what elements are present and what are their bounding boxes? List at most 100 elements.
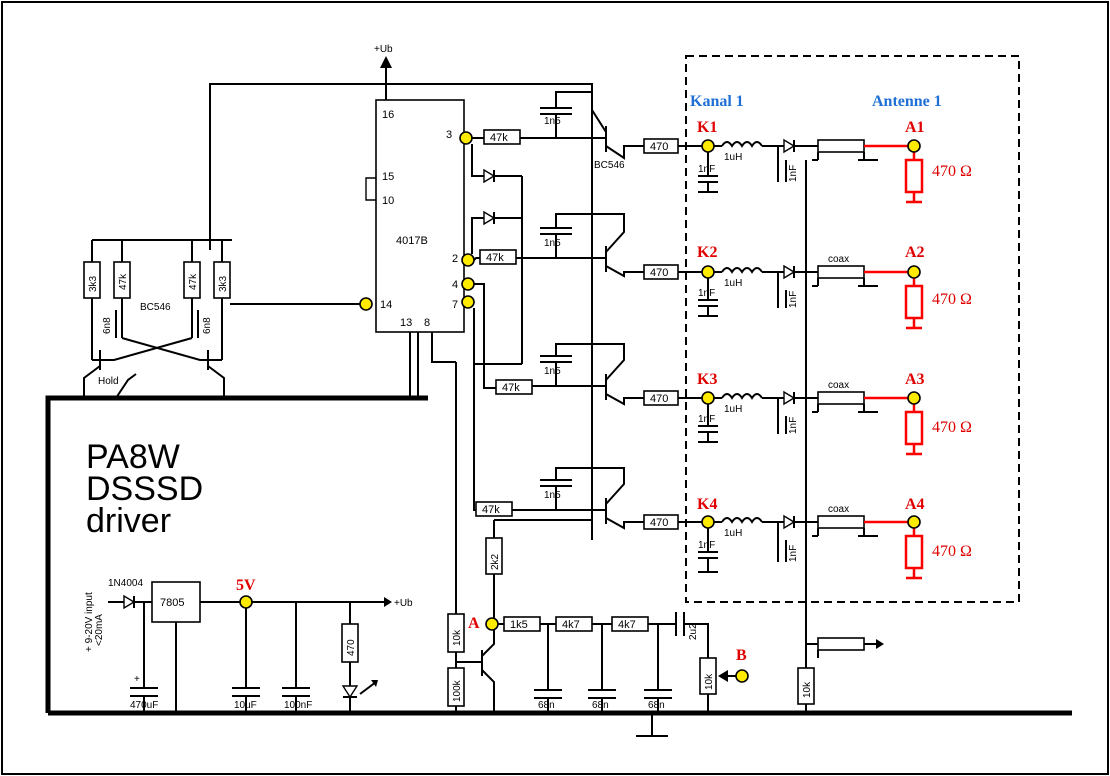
svg-text:1nF: 1nF (698, 288, 715, 299)
svg-text:1uH: 1uH (724, 152, 742, 163)
svg-text:K4: K4 (697, 496, 717, 513)
svg-text:13: 13 (400, 317, 412, 329)
svg-text:1nF: 1nF (788, 545, 799, 562)
svg-text:1nF: 1nF (698, 414, 715, 425)
ramp-generator: 10k 100k 2k2 1k5 4k7 4k7 2u2 10k B (431, 332, 749, 713)
svg-text:1N4004: 1N4004 (108, 578, 143, 589)
channel-labels: Kanal 1 Antenne 1 K1 K2 K3 K4 A1 A2 A3 A… (690, 93, 972, 560)
svg-text:A2: A2 (905, 244, 925, 261)
svg-text:3k3: 3k3 (88, 275, 99, 292)
antenna-loads (904, 146, 924, 580)
steering-diodes: 47k (471, 129, 606, 389)
svg-text:BC546: BC546 (594, 160, 625, 171)
svg-text:47k: 47k (482, 504, 500, 516)
svg-text:470: 470 (650, 267, 668, 279)
svg-text:470 Ω: 470 Ω (932, 543, 972, 560)
svg-text:+Ub: +Ub (374, 44, 393, 55)
svg-text:Antenne 1: Antenne 1 (872, 93, 942, 110)
svg-text:10uF: 10uF (234, 700, 257, 711)
oscillator: 3k3 47k 47k 3k3 BC546 6n8 6n8 Hold (83, 239, 366, 399)
svg-text:A3: A3 (905, 371, 925, 388)
supply-rail (209, 83, 593, 540)
svg-text:1nF: 1nF (788, 165, 799, 182)
svg-text:+ 9-20V input: + 9-20V input (84, 592, 95, 652)
svg-text:470 Ω: 470 Ω (932, 163, 972, 180)
svg-text:47k: 47k (490, 132, 508, 144)
svg-text:470 Ω: 470 Ω (932, 419, 972, 436)
svg-text:2u2: 2u2 (688, 623, 699, 640)
svg-text:DSSSD: DSSSD (86, 470, 203, 508)
svg-text:K1: K1 (697, 119, 717, 136)
svg-text:6n8: 6n8 (202, 317, 213, 334)
svg-text:coax: coax (828, 254, 849, 265)
svg-text:1uH: 1uH (724, 528, 742, 539)
ground-bus (45, 395, 1072, 737)
svg-text:coax: coax (828, 504, 849, 515)
svg-text:5V: 5V (236, 577, 256, 594)
svg-text:68n: 68n (592, 700, 609, 711)
svg-text:10k: 10k (802, 681, 813, 698)
svg-text:BC546: BC546 (140, 302, 171, 313)
svg-text:K3: K3 (697, 371, 717, 388)
channel-test-points (701, 139, 921, 529)
svg-text:1nF: 1nF (788, 417, 799, 434)
svg-text:68n: 68n (648, 700, 665, 711)
svg-text:4: 4 (452, 279, 458, 291)
svg-text:1nF: 1nF (788, 291, 799, 308)
svg-text:10k: 10k (704, 673, 715, 690)
svg-text:PA8W: PA8W (86, 438, 180, 476)
svg-text:14: 14 (380, 299, 392, 311)
svg-text:47k: 47k (118, 273, 129, 290)
svg-text:470: 470 (650, 517, 668, 529)
svg-text:Kanal 1: Kanal 1 (690, 93, 744, 110)
svg-text:6n8: 6n8 (102, 317, 113, 334)
svg-text:A: A (468, 615, 480, 632)
svg-text:1nF: 1nF (698, 540, 715, 551)
svg-text:470: 470 (346, 639, 357, 656)
svg-text:Hold: Hold (98, 376, 119, 387)
svg-text:470: 470 (650, 393, 668, 405)
supply-arrow-top: +Ub (374, 44, 393, 100)
svg-text:1n5: 1n5 (544, 366, 561, 377)
circuit-title: PA8W DSSSD driver (86, 438, 203, 540)
svg-text:1uH: 1uH (724, 404, 742, 415)
svg-text:1n5: 1n5 (544, 238, 561, 249)
svg-text:1n5: 1n5 (544, 490, 561, 501)
svg-text:15: 15 (382, 171, 394, 183)
svg-text:K2: K2 (697, 244, 717, 261)
svg-text:4k7: 4k7 (618, 619, 636, 631)
svg-text:100nF: 100nF (284, 700, 312, 711)
svg-text:1k5: 1k5 (510, 619, 528, 631)
svg-text:8: 8 (424, 317, 430, 329)
output-stage-box (685, 55, 1020, 603)
svg-text:driver: driver (86, 502, 171, 540)
svg-text:A4: A4 (905, 496, 925, 513)
svg-text:7: 7 (452, 299, 458, 311)
svg-text:4017B: 4017B (396, 235, 428, 247)
svg-text:3: 3 (446, 129, 452, 141)
svg-text:470uF: 470uF (130, 700, 158, 711)
svg-text:47k: 47k (486, 252, 504, 264)
channel-drivers: 1n5 BC546 1n5 47k 1n5 47k 1n (473, 91, 644, 530)
svg-text:100k: 100k (452, 679, 463, 702)
svg-text:1uH: 1uH (724, 278, 742, 289)
svg-text:16: 16 (382, 109, 394, 121)
ic-pin-dots (359, 131, 475, 311)
svg-text:470 Ω: 470 Ω (932, 291, 972, 308)
svg-text:1n5: 1n5 (544, 116, 561, 127)
power-supply: + 9-20V input <20mA 1N4004 7805 +Ub + 47… (84, 577, 413, 713)
svg-text:coax: coax (828, 380, 849, 391)
svg-text:10k: 10k (452, 629, 463, 646)
svg-text:1nF: 1nF (698, 164, 715, 175)
svg-text:2: 2 (452, 253, 458, 265)
svg-text:7805: 7805 (160, 597, 184, 609)
ic-4017b: 4017B 16 15 10 3 2 4 7 14 13 8 (365, 99, 465, 398)
svg-text:47k: 47k (188, 273, 199, 290)
svg-text:47k: 47k (502, 382, 520, 394)
svg-text:4k7: 4k7 (562, 619, 580, 631)
svg-text:2k2: 2k2 (490, 553, 501, 570)
svg-text:A1: A1 (905, 119, 925, 136)
svg-text:+Ub: +Ub (394, 598, 413, 609)
